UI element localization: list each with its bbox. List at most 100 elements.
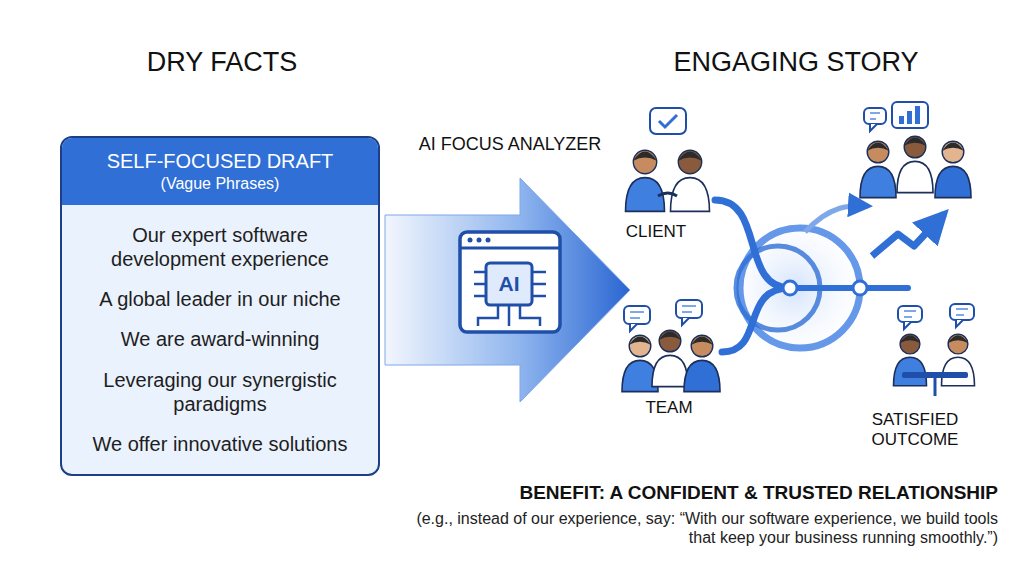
illustration-part — [902, 372, 968, 378]
illustration-part — [474, 272, 546, 326]
section-heading: ENGAGING STORY — [656, 46, 936, 78]
ai-window-icon — [460, 232, 560, 332]
illustration-part — [783, 281, 797, 295]
illustration-part — [942, 357, 975, 386]
illustration-part — [520, 305, 540, 326]
illustration-part — [691, 336, 713, 344]
section-heading: DRY FACTS — [102, 46, 342, 78]
illustration-part — [630, 317, 640, 319]
person-figure — [671, 150, 710, 211]
illustration-part — [629, 336, 651, 344]
illustration-part — [956, 308, 968, 310]
illustration-part — [477, 238, 482, 243]
handshake — [658, 193, 677, 196]
illustration-part — [907, 111, 912, 124]
group-label: CLIENT — [616, 222, 696, 242]
person-figure — [894, 334, 927, 386]
illustration-part — [474, 271, 486, 274]
illustration-part — [899, 116, 904, 124]
illustration-part — [650, 108, 686, 134]
illustration-part — [894, 357, 927, 386]
people-illustration — [622, 102, 975, 396]
speech-bubble — [898, 306, 922, 329]
illustration-part — [678, 150, 701, 173]
illustration-part — [486, 263, 532, 305]
person-figure — [942, 334, 975, 386]
illustration-part — [478, 305, 498, 326]
illustration-part — [532, 271, 546, 274]
illustration-part — [897, 161, 933, 192]
illustration-part — [460, 247, 560, 250]
chip-label: AI — [489, 271, 529, 296]
illustration-part — [684, 360, 720, 391]
illustration-part — [853, 281, 867, 295]
illustration-part — [864, 108, 886, 124]
check-bubble — [650, 108, 686, 134]
illustration-part — [715, 200, 790, 288]
chart-bubble — [892, 102, 928, 128]
illustration-part — [532, 295, 546, 298]
illustration-part — [904, 322, 911, 329]
illustration-part — [629, 335, 651, 357]
benefit-heading: BENEFIT: A CONFIDENT & TRUSTED RELATIONS… — [398, 482, 998, 505]
box-header: SELF-FOCUSED DRAFT(Vague Phrases) — [62, 138, 378, 205]
speech-bubble — [864, 108, 886, 131]
illustration-part — [474, 295, 486, 298]
speech-bubble — [676, 300, 702, 325]
illustration-part — [630, 324, 637, 331]
illustration-part — [659, 115, 677, 127]
person-figure — [652, 330, 688, 386]
illustration-part — [867, 142, 889, 150]
illustration-part — [676, 300, 702, 318]
illustration-part — [915, 106, 920, 124]
illustration-part — [934, 378, 937, 396]
phrase-item: Leveraging our synergistic paradigms — [76, 368, 364, 416]
illustration-part — [805, 206, 868, 232]
phrase-item: We offer innovative solutions — [76, 432, 364, 456]
illustration-part — [474, 283, 486, 286]
illustration-part — [652, 355, 688, 386]
illustration-part — [935, 166, 971, 197]
illustration-part — [942, 142, 964, 150]
box-subheading: (Vague Phrases) — [70, 174, 370, 195]
illustration-part — [630, 311, 644, 313]
person-figure — [935, 141, 971, 197]
illustration-part — [468, 238, 473, 243]
illustration-part — [956, 320, 963, 327]
group-label: TEAM — [629, 398, 709, 418]
illustration-part — [633, 152, 656, 161]
phrase-item: We are award-winning — [76, 327, 364, 351]
illustration-part — [870, 112, 880, 114]
draft-box: SELF-FOCUSED DRAFT(Vague Phrases) Our exp… — [60, 136, 380, 476]
illustration-part — [904, 310, 916, 312]
illustration-part — [790, 285, 908, 291]
example-note: (e.g., instead of our experience, say: “… — [398, 509, 998, 547]
illustration-part — [948, 335, 968, 343]
illustration-part — [956, 314, 964, 316]
illustration-part — [682, 318, 689, 325]
illustration-part — [659, 330, 681, 352]
meeting-table — [902, 372, 968, 396]
illustration-part — [904, 136, 926, 158]
illustration-part — [942, 141, 964, 163]
illustration-part — [722, 288, 790, 352]
person-figure — [684, 335, 720, 391]
illustration-part — [948, 334, 968, 354]
illustration-part — [867, 141, 889, 163]
phrase-item: Our expert software development experien… — [76, 223, 364, 271]
illustration-part — [633, 150, 656, 173]
analyzer-label: AI FOCUS ANALYZER — [396, 134, 624, 156]
central-hub — [715, 200, 908, 368]
illustration-part — [532, 283, 546, 286]
illustration-part — [682, 311, 692, 313]
person-figure — [860, 141, 896, 197]
speech-bubble — [950, 304, 974, 327]
illustration-part — [870, 118, 876, 120]
illustration-part — [385, 178, 630, 402]
illustration-part — [904, 316, 912, 318]
illustration-part — [691, 335, 713, 357]
speech-bubble — [624, 306, 650, 331]
big-arrow — [385, 178, 630, 402]
box-heading: SELF-FOCUSED DRAFT — [70, 148, 370, 174]
